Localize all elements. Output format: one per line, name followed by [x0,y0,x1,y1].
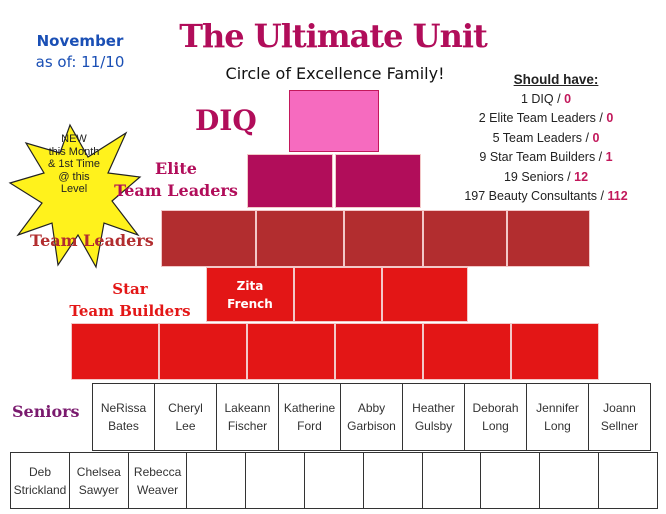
level-label-diq: DIQ [195,104,257,137]
senior-cell [362,452,423,509]
starburst-icon [8,123,142,269]
consultant-slot [159,323,247,380]
should-have-item: 5 Team Leaders / 0 [492,130,600,145]
consultant-slot [71,323,159,380]
team-leader-slot [161,210,256,267]
team-leader-slot [256,210,344,267]
as-of-date: as of: 11/10 [35,53,125,71]
star-line-2: Team Builders [69,302,191,320]
senior-cell [539,452,600,509]
senior-cell [186,452,247,509]
burst-line: this Month [48,145,100,158]
should-have-item: 19 Seniors / 12 [503,169,589,184]
elite-line-1: Elite [155,159,197,178]
diq-slot [289,90,379,152]
should-have-item: 2 Elite Team Leaders / 0 [478,111,614,125]
team-leader-slot [423,210,507,267]
senior-cell [480,452,541,509]
consultant-slot [423,323,511,380]
burst-line: NEW [61,133,87,145]
consultant-slot [335,323,423,380]
senior-cell [598,452,658,509]
burst-line: Level [60,183,88,195]
page-title: The Ultimate Unit [179,17,488,55]
senior-cell [304,452,364,509]
consultant-slot [511,323,599,380]
month-label: November [36,32,124,50]
senior-cell [421,452,482,509]
elite-slot [247,154,333,208]
should-have-item: 9 Star Team Builders / 1 [479,150,613,164]
subtitle: Circle of Excellence Family! [225,64,445,83]
consultant-slot [247,323,335,380]
star-team-builder-slot [382,267,468,322]
senior-cell [245,452,306,509]
level-label-team-leaders: Team Leaders [30,231,154,250]
burst-line: & 1st Time [48,158,100,170]
should-have-item: 197 Beauty Consultants / 112 [464,189,628,203]
should-have-item: 1 DIQ / 0 [520,91,572,106]
elite-line-2: Team Leaders [114,181,238,200]
team-leader-slot [344,210,423,267]
elite-slot [335,154,421,208]
level-label-seniors: Seniors [12,402,80,421]
star-team-builder-slot [294,267,382,322]
team-leader-slot [507,210,590,267]
should-have-heading: Should have: [513,72,599,87]
star-line-1: Star [112,280,148,298]
burst-line: @ this [58,170,90,183]
should-have-panel: Should have: 1 DIQ / 0 2 Elite Team Leade… [436,70,656,207]
